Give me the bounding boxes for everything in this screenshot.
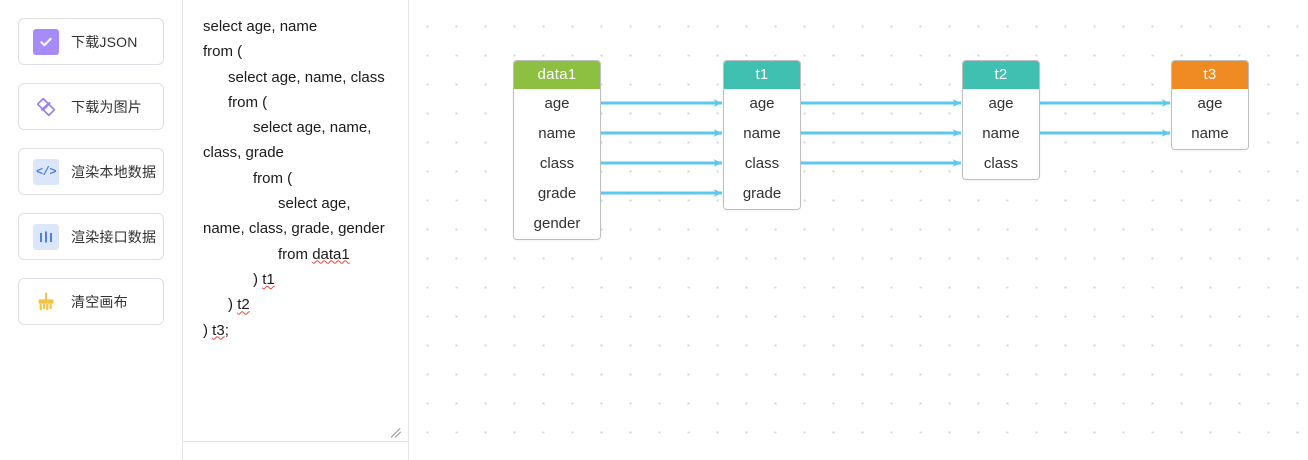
- download-image-link-icon: [33, 94, 59, 120]
- sql-pane-divider: [183, 441, 408, 442]
- node-field-t2-name[interactable]: name: [963, 119, 1039, 149]
- node-field-t1-age[interactable]: age: [724, 89, 800, 119]
- render-local-data-button[interactable]: </> 渲染本地数据: [18, 148, 164, 195]
- code-brackets-icon: </>: [33, 158, 59, 185]
- download-json-label: 下载JSON: [71, 33, 138, 50]
- node-field-t1-grade[interactable]: grade: [724, 179, 800, 209]
- node-field-data1-grade[interactable]: grade: [514, 179, 600, 209]
- node-field-data1-class[interactable]: class: [514, 149, 600, 179]
- textarea-resize-handle[interactable]: [390, 426, 404, 440]
- download-image-label: 下载为图片: [71, 98, 142, 115]
- node-field-t1-class[interactable]: class: [724, 149, 800, 179]
- node-field-t2-age[interactable]: age: [963, 89, 1039, 119]
- node-field-t1-name[interactable]: name: [724, 119, 800, 149]
- node-field-data1-gender[interactable]: gender: [514, 209, 600, 239]
- broom-icon: [33, 289, 59, 315]
- sidebar: 下载JSON 下载为图片 </> 渲染本地数据: [0, 0, 183, 460]
- download-json-button[interactable]: 下载JSON: [18, 18, 164, 65]
- node-field-t3-age[interactable]: age: [1172, 89, 1248, 119]
- node-field-data1-age[interactable]: age: [514, 89, 600, 119]
- node-header-data1[interactable]: data1: [514, 61, 600, 89]
- node-field-data1-name[interactable]: name: [514, 119, 600, 149]
- render-local-data-label: 渲染本地数据: [71, 163, 157, 180]
- bar-chart-icon: [33, 223, 59, 250]
- clear-canvas-label: 清空画布: [71, 293, 128, 310]
- node-header-t3[interactable]: t3: [1172, 61, 1248, 89]
- node-field-t2-class[interactable]: class: [963, 149, 1039, 179]
- node-field-t3-name[interactable]: name: [1172, 119, 1248, 149]
- render-api-data-label: 渲染接口数据: [71, 228, 157, 245]
- node-header-t2[interactable]: t2: [963, 61, 1039, 89]
- node-header-t1[interactable]: t1: [724, 61, 800, 89]
- clear-canvas-button[interactable]: 清空画布: [18, 278, 164, 325]
- download-json-check-icon: [33, 28, 59, 55]
- render-api-data-button[interactable]: 渲染接口数据: [18, 213, 164, 260]
- download-image-button[interactable]: 下载为图片: [18, 83, 164, 130]
